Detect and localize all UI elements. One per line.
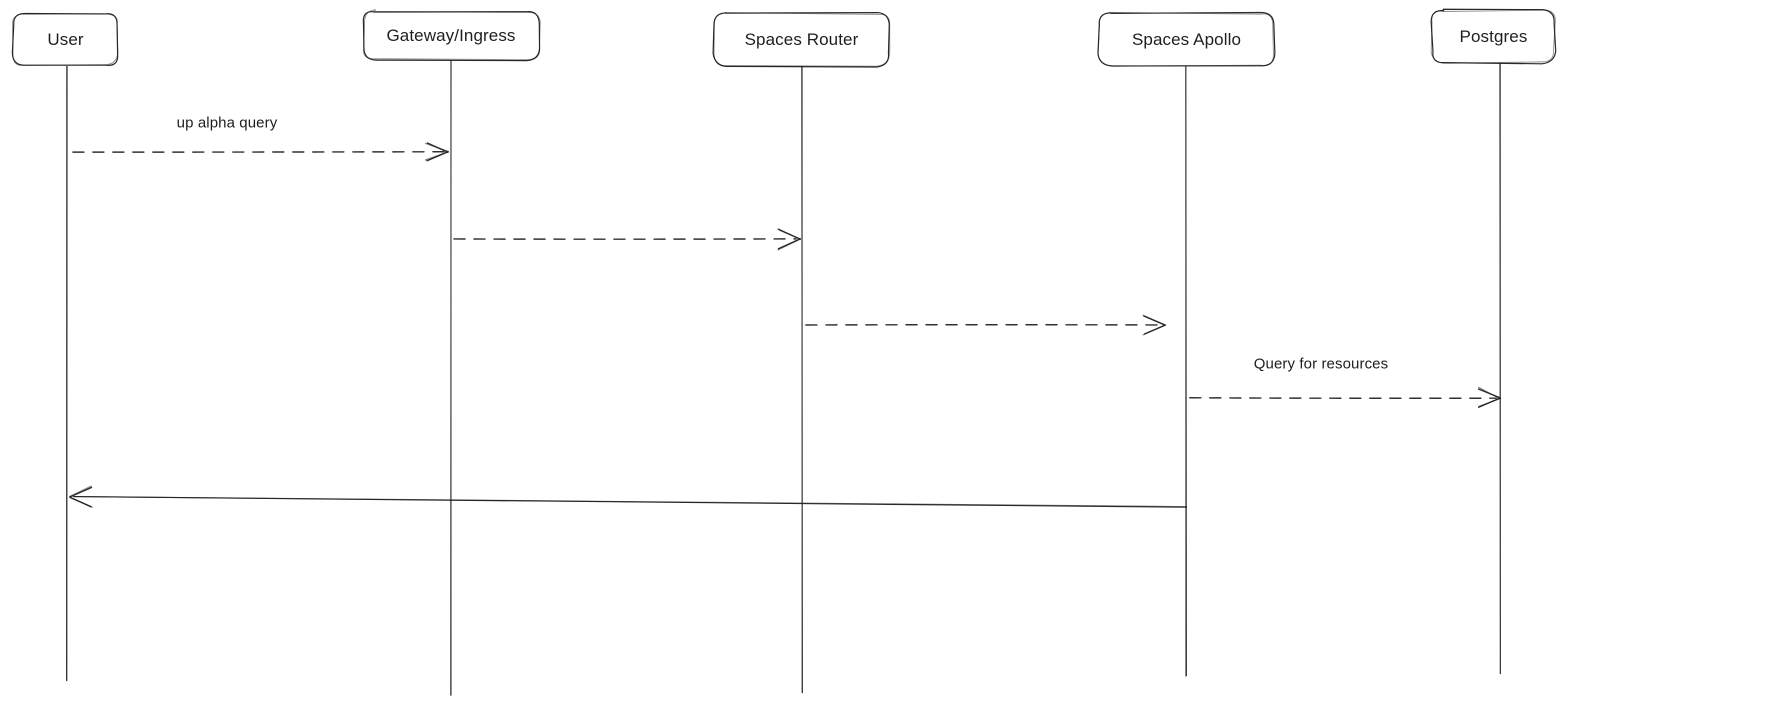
lifeline-user [66, 65, 68, 682]
messages-group [68, 142, 1502, 508]
participant-boxes-group [11, 8, 1557, 68]
participant-gateway-ingress[interactable] [363, 11, 539, 60]
message-msg-5[interactable] [70, 488, 1186, 516]
participant-spaces-router[interactable] [714, 13, 889, 66]
lifeline-postgres [1499, 62, 1502, 675]
participant-spaces-apollo[interactable] [1099, 13, 1274, 66]
lifeline-spaces-router [801, 65, 803, 694]
message-arrow-msg-2[interactable] [453, 228, 802, 251]
participant-box-spaces-apollo[interactable] [1097, 11, 1276, 67]
message-arrow-msg-3[interactable] [805, 314, 1167, 336]
message-arrow-msg-1[interactable] [72, 142, 450, 162]
message-arrow-msg-4[interactable] [1189, 386, 1502, 408]
lifelines-group [66, 59, 1502, 696]
participant-box-spaces-router[interactable] [712, 11, 891, 68]
message-msg-3[interactable] [806, 316, 1165, 334]
message-msg-1[interactable] [73, 143, 448, 161]
participant-user[interactable] [13, 13, 118, 66]
lifeline-spaces-apollo [1185, 65, 1187, 677]
participant-box-user[interactable] [11, 12, 119, 67]
participant-postgres[interactable] [1432, 10, 1555, 63]
message-arrow-msg-5[interactable] [68, 485, 1188, 508]
message-msg-2[interactable] [454, 230, 800, 248]
participant-box-gateway-ingress[interactable] [362, 9, 541, 62]
message-msg-4[interactable] [1190, 389, 1500, 407]
participant-box-postgres[interactable] [1430, 8, 1557, 65]
